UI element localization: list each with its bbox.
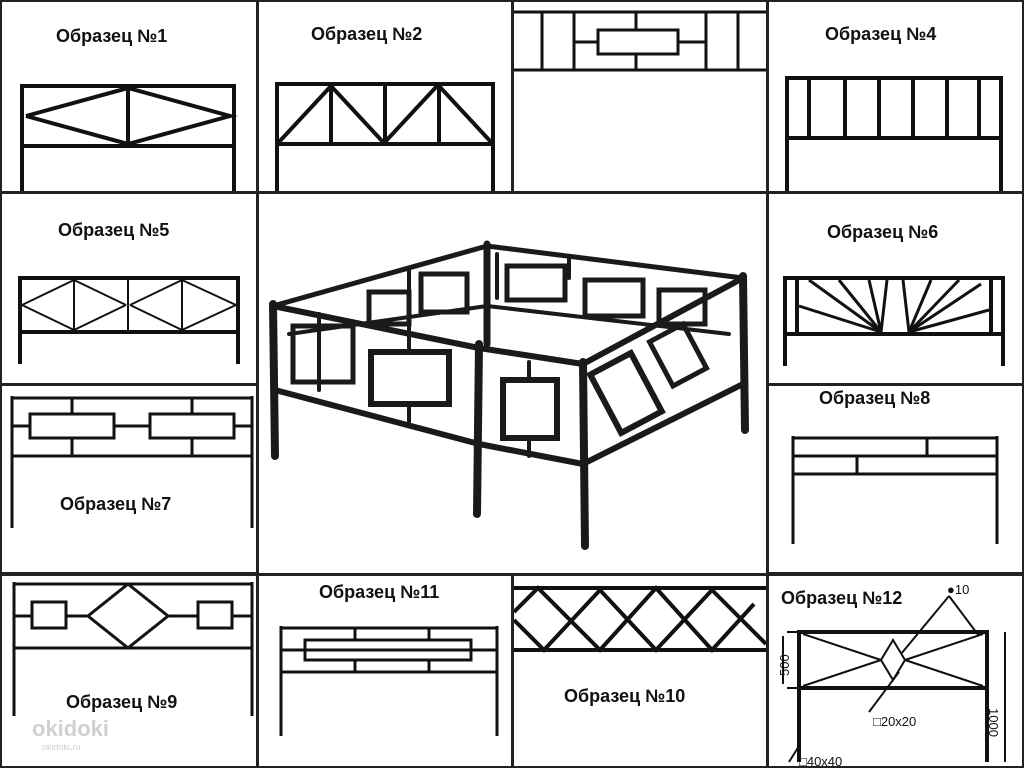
sample-10-fence-drawing	[514, 585, 766, 653]
sample-1-cell: Образец №1	[2, 2, 256, 191]
sample-12-cell: Образец №12 ●10 500 1000 □20х20 □40х40	[769, 576, 1022, 766]
profile-size-label: □20х20	[873, 714, 917, 729]
sample-7-cell: Образец №7	[2, 386, 256, 572]
sample-7-fence-drawing	[10, 396, 254, 528]
sample-11-label: Образец №11	[319, 582, 440, 602]
sample-3-fence-drawing	[514, 10, 766, 72]
center-fence-photo-cell	[259, 194, 766, 573]
sample-5-fence-drawing	[18, 276, 240, 364]
sample-8-label: Образец №8	[819, 388, 931, 408]
sample-5-cell: Образец №5	[2, 194, 256, 383]
sample-4-fence-drawing	[785, 76, 1003, 191]
sample-9-fence-drawing	[12, 582, 254, 716]
sample-2-fence-drawing	[275, 82, 495, 191]
sample-3-cell	[514, 2, 766, 191]
sample-11-fence-drawing	[279, 626, 499, 736]
rod-diameter-label: ●10	[947, 582, 970, 597]
sample-12-label: Образец №12	[781, 588, 903, 608]
sample-9-label: Образец №9	[66, 692, 178, 712]
sample-8-fence-drawing	[791, 436, 999, 544]
sample-5-label: Образец №5	[58, 220, 170, 240]
watermark-brand: okidoki	[32, 716, 110, 741]
sample-2-cell: Образец №2	[259, 2, 511, 191]
sample-7-label: Образец №7	[60, 494, 172, 514]
watermark-site: okidoki.ru	[42, 742, 81, 752]
sample-12-fence-drawing	[782, 595, 1006, 763]
sample-9-cell: Образец №9 okidoki okidoki.ru	[2, 576, 256, 766]
sample-1-label: Образец №1	[56, 26, 168, 46]
post-size-label: □40х40	[799, 754, 843, 766]
sample-6-cell: Образец №6	[769, 194, 1022, 383]
sample-2-label: Образец №2	[311, 24, 423, 44]
sample-4-label: Образец №4	[825, 24, 937, 44]
sample-11-cell: Образец №11	[259, 576, 511, 766]
sample-4-cell: Образец №4	[769, 2, 1022, 191]
sample-1-fence-drawing	[20, 84, 238, 191]
sample-6-label: Образец №6	[827, 222, 939, 242]
sample-6-fence-drawing	[783, 276, 1005, 366]
center-fence-photo	[269, 240, 749, 550]
sample-10-cell: Образец №10	[514, 576, 766, 766]
sample-8-cell: Образец №8	[769, 386, 1022, 572]
sample-10-label: Образец №10	[564, 686, 686, 706]
